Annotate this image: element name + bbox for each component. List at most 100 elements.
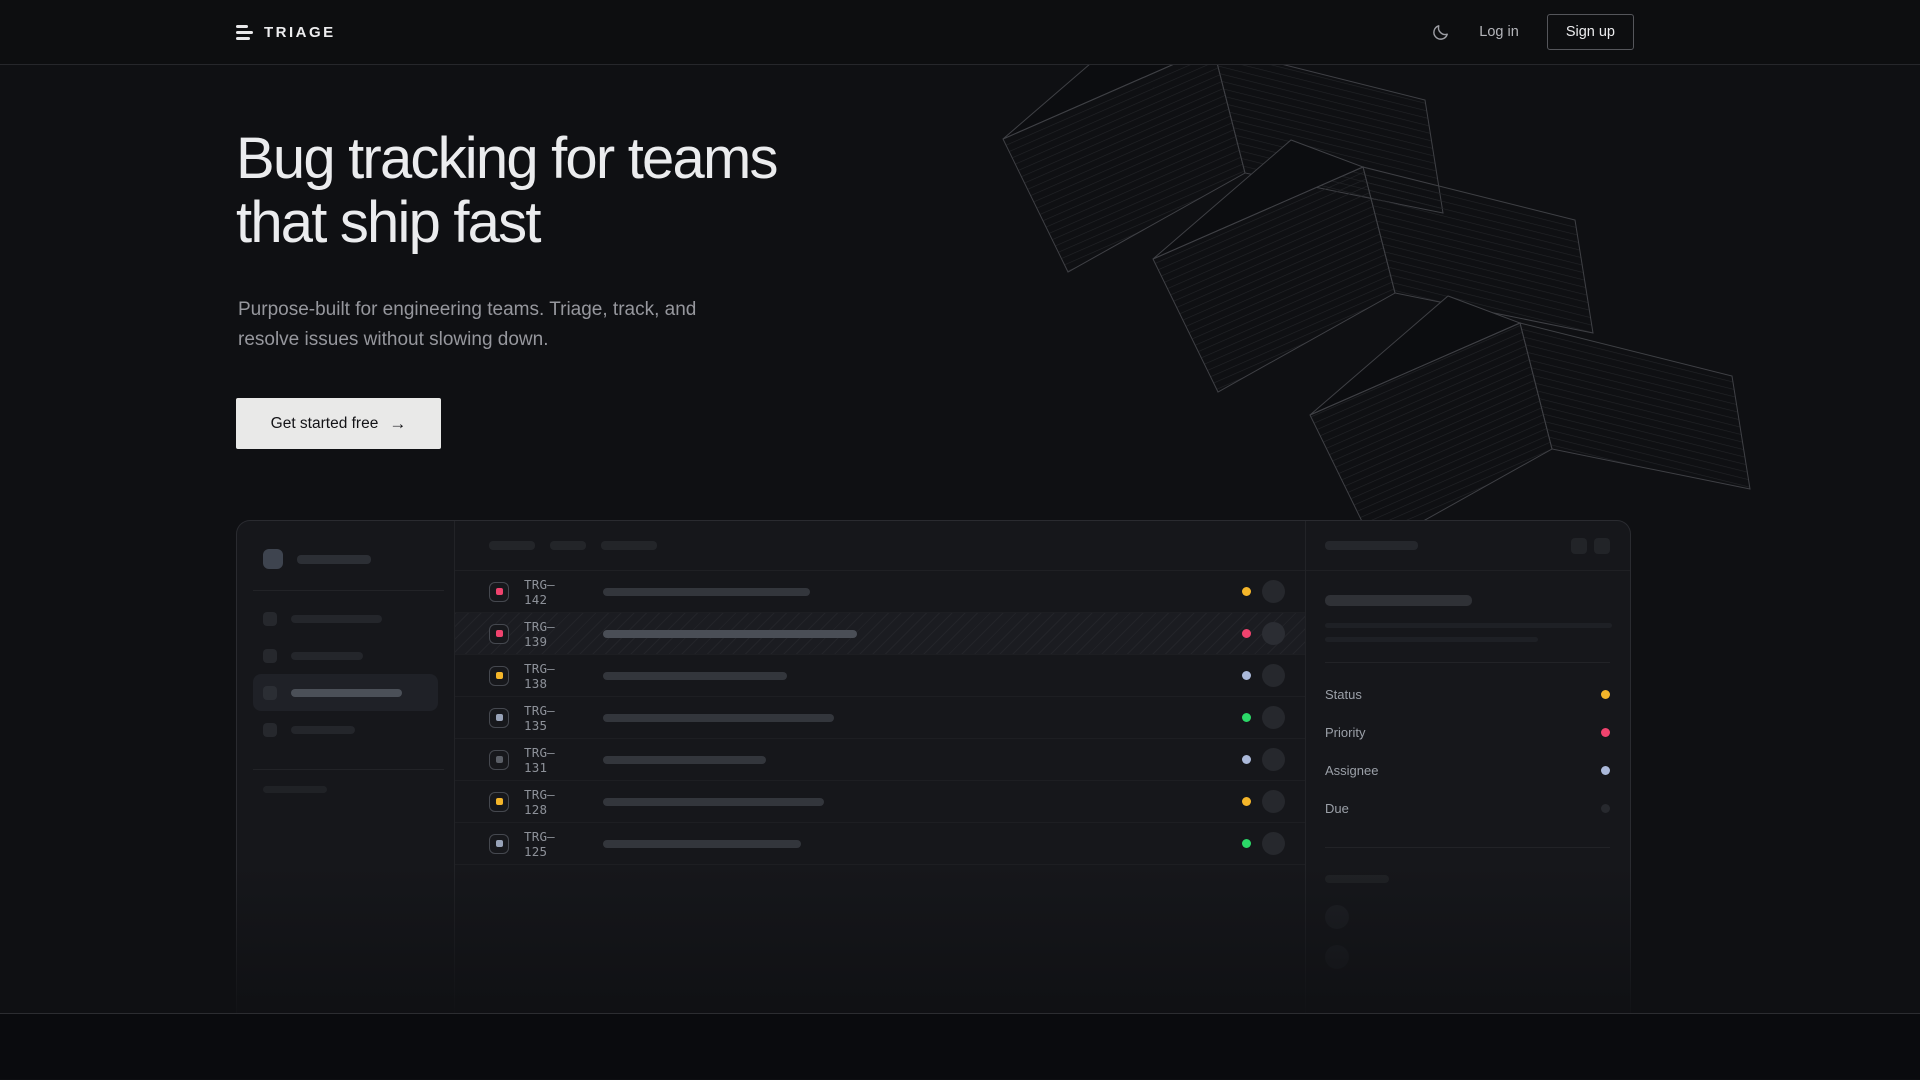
issue-type-icon: [489, 581, 509, 602]
issue-status-dot: [1242, 755, 1251, 764]
field-value-dot: [1601, 803, 1610, 813]
hero-subtitle: Purpose-built for engineering teams. Tri…: [238, 295, 696, 355]
issue-id: TRG–139: [524, 618, 555, 649]
moon-icon: [1432, 24, 1448, 40]
panel-title-skeleton: [1325, 541, 1418, 550]
issue-avatar: [1262, 622, 1285, 645]
brand-name: TRIAGE: [264, 23, 336, 41]
issue-avatar: [1262, 664, 1285, 687]
issue-avatar: [1262, 706, 1285, 729]
subtitle-line-1: Purpose-built for engineering teams. Tri…: [238, 299, 697, 320]
issue-avatar: [1262, 748, 1285, 771]
headline-line-1: Bug tracking for teams: [236, 126, 778, 191]
nav-actions: Log in Sign up: [1429, 14, 1634, 50]
issue-row: TRG–131: [455, 739, 1305, 781]
issue-status-dot: [1242, 629, 1251, 638]
issue-row-selected: TRG–139: [455, 613, 1305, 655]
nav-item-label-skeleton: [291, 614, 382, 623]
filter-pill-skeleton: [489, 541, 535, 550]
comment-avatar: [1325, 945, 1349, 969]
issue-status-dot: [1242, 587, 1251, 596]
issue-row: TRG–142: [455, 571, 1305, 613]
get-started-button[interactable]: Get started free →: [236, 398, 441, 449]
nav-item-label-skeleton: [291, 725, 355, 734]
field-row-status: Status: [1325, 675, 1610, 713]
field-row-assignee: Assignee: [1325, 751, 1610, 789]
field-value-dot: [1601, 765, 1610, 775]
issue-title-skeleton: [603, 587, 810, 596]
nav-item-label-skeleton: [291, 651, 363, 660]
mockup-sidebar: [237, 521, 455, 1013]
issue-status-dot: [1242, 713, 1251, 722]
field-label: Assignee: [1325, 762, 1379, 778]
section-heading-skeleton: [263, 786, 327, 793]
workspace-switcher: [263, 549, 436, 569]
field-row-due: Due: [1325, 789, 1610, 827]
issue-row: TRG–128: [455, 781, 1305, 823]
issue-status-dot: [1242, 797, 1251, 806]
issue-row: TRG–138: [455, 655, 1305, 697]
issue-id: TRG–142: [524, 576, 555, 607]
arrow-right-icon: →: [389, 413, 407, 433]
field-value-dot: [1601, 689, 1610, 699]
cta-label: Get started free: [270, 414, 379, 432]
issue-type-icon: [489, 707, 509, 728]
panel-actions: [1571, 537, 1610, 554]
field-row-priority: Priority: [1325, 713, 1610, 751]
issue-type-icon: [489, 623, 509, 644]
divider: [253, 590, 444, 591]
field-label: Priority: [1325, 724, 1366, 740]
sidebar-nav-item: [253, 600, 438, 637]
log-in-link[interactable]: Log in: [1479, 24, 1519, 40]
issue-detail-panel: Status Priority Assignee Due: [1305, 521, 1630, 1013]
field-value-dot: [1601, 727, 1610, 737]
sidebar-nav-item: [253, 637, 438, 674]
nav-item-label-skeleton: [291, 688, 402, 697]
page-title: Bug tracking for teams that ship fast: [236, 126, 778, 255]
theme-toggle[interactable]: [1429, 21, 1451, 43]
comment-avatar: [1325, 905, 1349, 929]
issue-list: TRG–142 TRG–139 TRG–138: [455, 521, 1305, 1013]
hero-section: Bug tracking for teams that ship fast Pu…: [0, 65, 1920, 1014]
headline-line-2: that ship fast: [236, 190, 541, 255]
panel-action-icon: [1571, 537, 1587, 554]
issue-id: TRG–128: [524, 786, 555, 817]
panel-header: [1306, 521, 1630, 571]
issue-title-skeleton: [603, 629, 857, 638]
workspace-avatar: [263, 549, 283, 569]
issue-type-icon: [489, 791, 509, 812]
issue-title-skeleton: [603, 839, 801, 848]
divider: [253, 769, 444, 770]
field-label: Status: [1325, 686, 1362, 702]
issue-id: TRG–125: [524, 828, 555, 859]
nav-item-icon: [263, 611, 277, 626]
issue-avatar: [1262, 790, 1285, 813]
issue-type-icon: [489, 749, 509, 770]
description-line-skeleton: [1325, 637, 1538, 642]
nav-item-icon: [263, 722, 277, 737]
issue-status-dot: [1242, 671, 1251, 680]
filter-pill-skeleton: [601, 541, 657, 550]
triage-logo-icon: [236, 24, 253, 40]
issue-title-skeleton: [1325, 595, 1472, 606]
activity-heading-skeleton: [1325, 875, 1389, 883]
issue-type-icon: [489, 665, 509, 686]
divider: [1325, 662, 1610, 663]
issue-title-skeleton: [603, 713, 834, 722]
issue-type-icon: [489, 833, 509, 854]
list-toolbar: [455, 521, 1305, 571]
nav-item-icon: [263, 648, 277, 663]
brand[interactable]: TRIAGE: [236, 24, 336, 41]
next-section-band: [0, 1014, 1920, 1079]
issue-title-skeleton: [603, 797, 824, 806]
sidebar-nav-item: [253, 711, 438, 748]
description-line-skeleton: [1325, 623, 1612, 628]
issue-row: TRG–125: [455, 823, 1305, 865]
app-mockup: TRG–142 TRG–139 TRG–138: [236, 520, 1631, 1013]
issue-avatar: [1262, 580, 1285, 603]
issue-id: TRG–131: [524, 744, 555, 775]
field-label: Due: [1325, 800, 1349, 816]
issue-row: TRG–135: [455, 697, 1305, 739]
issue-title-skeleton: [603, 755, 766, 764]
sign-up-button[interactable]: Sign up: [1546, 14, 1634, 50]
